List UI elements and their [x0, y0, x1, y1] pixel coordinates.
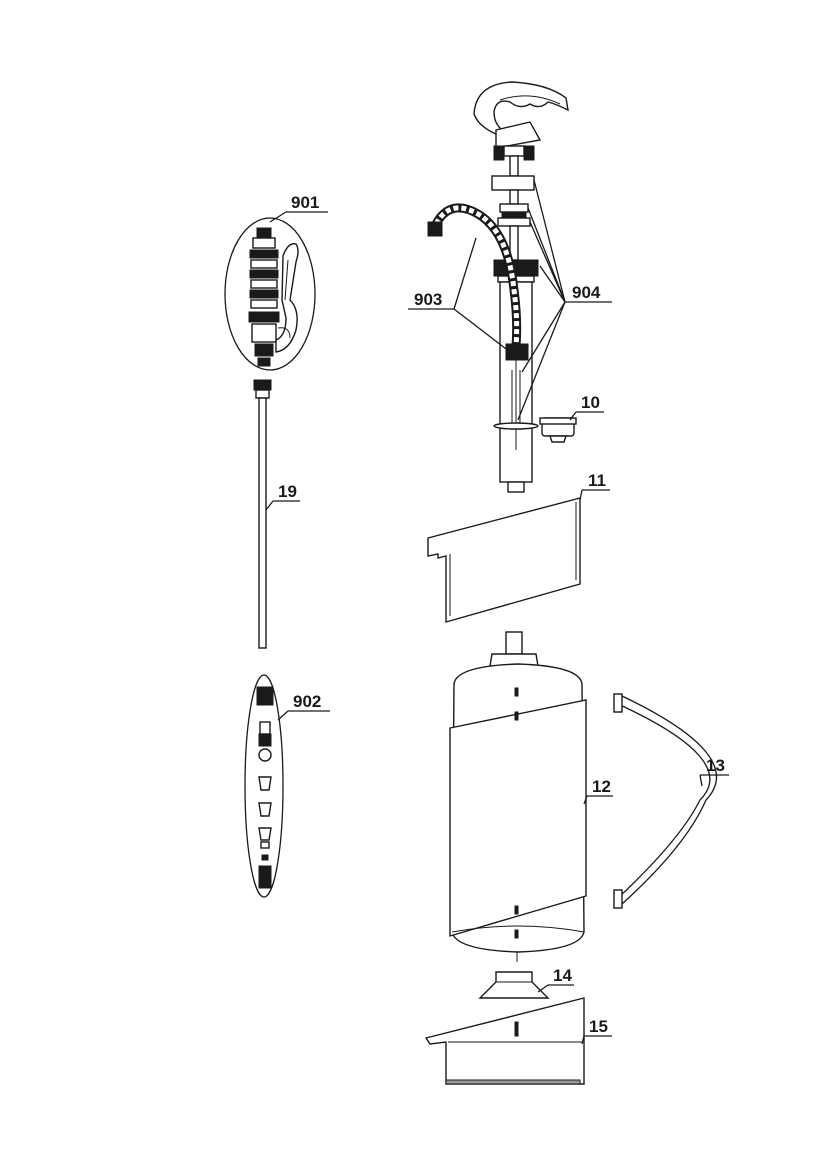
part-902-nozzle-set — [244, 674, 284, 898]
part-901-trigger-valve — [224, 217, 316, 371]
label-13: 13 — [699, 756, 729, 787]
label-14: 14 — [537, 966, 574, 993]
callout-15: 15 — [589, 1017, 608, 1036]
part-15-foot-tray — [424, 997, 585, 1085]
callout-10: 10 — [581, 393, 600, 412]
part-11-shield — [427, 497, 581, 623]
callout-19: 19 — [278, 482, 297, 501]
part-14-base-cap — [478, 971, 550, 999]
label-902: 902 — [277, 692, 330, 721]
callout-902: 902 — [293, 692, 321, 711]
callout-13: 13 — [706, 756, 725, 775]
part-12-tank — [449, 631, 587, 962]
label-12: 12 — [583, 777, 613, 805]
label-901: 901 — [269, 193, 328, 223]
part-13-strap — [613, 693, 717, 909]
part-10-cap — [539, 417, 577, 443]
callout-901: 901 — [291, 193, 319, 212]
callout-14: 14 — [553, 966, 572, 985]
label-903: 903 — [408, 237, 511, 353]
part-19-lance — [253, 379, 272, 649]
label-15: 15 — [581, 1017, 612, 1045]
label-19: 19 — [265, 482, 300, 511]
callout-904: 904 — [572, 283, 601, 302]
pump-assembly — [427, 81, 569, 493]
label-11: 11 — [579, 471, 610, 501]
callout-12: 12 — [592, 777, 611, 796]
label-904: 904 — [517, 179, 612, 421]
callout-903: 903 — [414, 290, 442, 309]
callout-11: 11 — [588, 471, 606, 490]
label-10: 10 — [569, 393, 604, 421]
